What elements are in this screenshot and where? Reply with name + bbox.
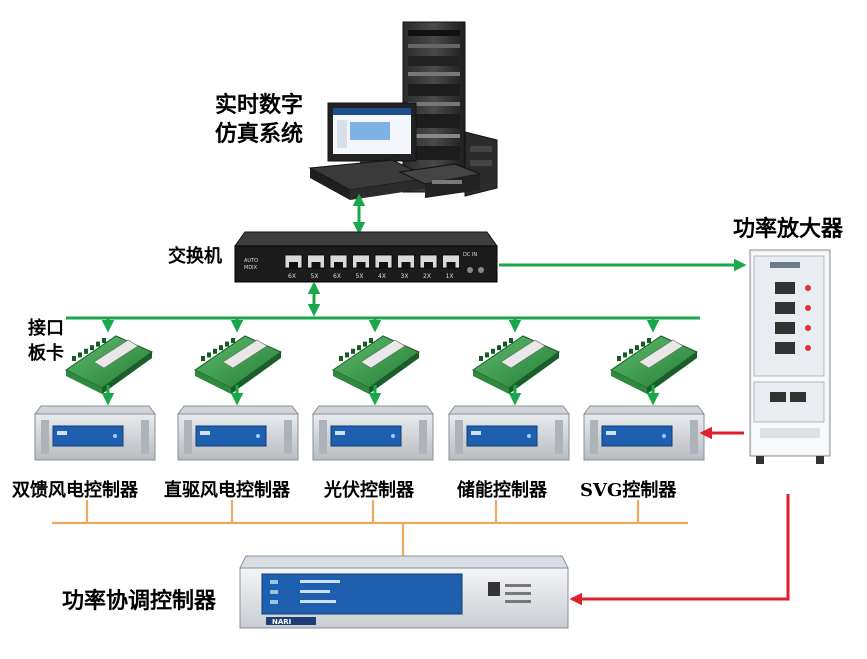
switch-port-label: 6X (288, 273, 296, 280)
simulator-label: 实时数字 仿真系统 (215, 92, 303, 147)
amplifier-label: 功率放大器 (733, 216, 844, 242)
switch-port-label: 4X (378, 273, 386, 280)
switch-port-label: 2X (423, 273, 431, 280)
coordinator-brand: NARI (272, 618, 291, 626)
switch-port-label: 5X (356, 273, 364, 280)
simulator-label-line1: 实时数字 (215, 92, 303, 118)
switch-label: 交换机 (168, 245, 222, 267)
amplifier-coordinator-link (569, 494, 790, 606)
controller-label: 双馈风电控制器 (12, 479, 139, 501)
power-coordinator: NARI (239, 555, 569, 629)
controller-label: SVG控制器 (580, 479, 677, 501)
interface-card (65, 335, 153, 394)
switch-port: 4X (374, 254, 393, 280)
controller-device (177, 405, 299, 461)
ethernet-switch: AUTO MDIX DC IN 6X 5X 6X 5X 4X 3X 2X 1X (234, 231, 498, 283)
switch-port-label: 3X (401, 273, 409, 280)
interface-card (472, 335, 560, 394)
controller-label: 储能控制器 (456, 479, 548, 501)
switch-text-right: DC IN (463, 252, 477, 258)
interface-card-label-line2: 板卡 (28, 342, 64, 364)
interface-card (194, 335, 282, 394)
controller-column: 直驱风电控制器 (164, 318, 299, 501)
interface-card-label-line1: 接口 (28, 317, 64, 339)
switch-port: 1X (442, 254, 460, 280)
switch-port: 3X (397, 254, 415, 280)
controller-column: SVG控制器 (580, 318, 705, 501)
interface-card (332, 335, 420, 394)
simulator-device (308, 21, 498, 200)
switch-port-label: 5X (311, 273, 319, 280)
switch-text-left-mid: MDIX (244, 265, 258, 271)
switch-text-left-top: AUTO (244, 258, 258, 264)
controller-device (583, 405, 705, 461)
simulator-label-line2: 仿真系统 (215, 121, 303, 147)
controller-label: 直驱风电控制器 (164, 479, 291, 501)
switch-port: 6X (329, 254, 348, 280)
switch-port: 6X (284, 254, 303, 280)
interface-card (610, 335, 698, 394)
switch-port-label: 6X (333, 273, 341, 280)
power-amplifier (749, 249, 831, 464)
controller-column: 双馈风电控制器 (12, 318, 156, 501)
controller-label: 光伏控制器 (323, 479, 415, 501)
switch-port: 5X (352, 254, 370, 280)
controller-column: 储能控制器 (448, 318, 570, 501)
switch-port: 5X (307, 254, 325, 280)
controller-device (34, 405, 156, 461)
switch-port: 2X (419, 254, 438, 280)
coordinator-label: 功率协调控制器 (62, 588, 217, 614)
controller-column: 光伏控制器 (312, 318, 434, 501)
controller-device (448, 405, 570, 461)
controller-device (312, 405, 434, 461)
switch-port-label: 1X (446, 273, 454, 280)
